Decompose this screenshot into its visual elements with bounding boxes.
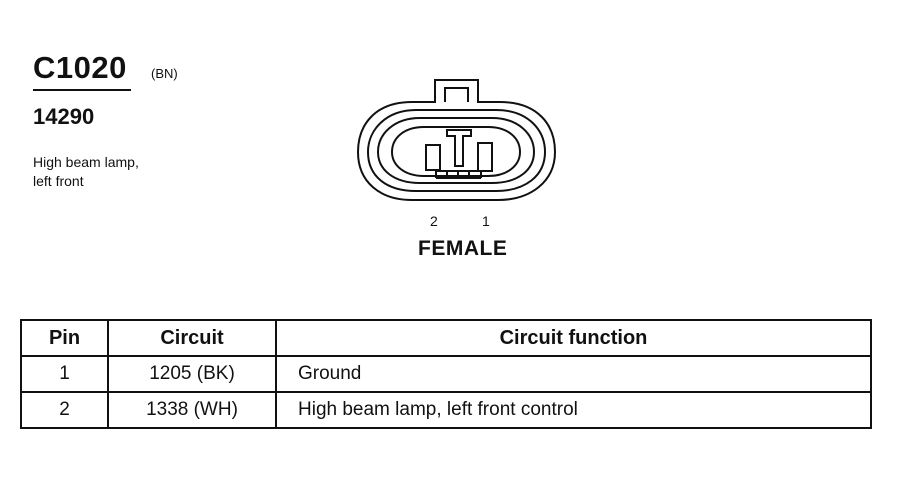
pin-cavity-1	[477, 142, 493, 172]
pin-table: Pin Circuit Circuit function 1 1205 (BK)…	[20, 319, 872, 429]
header-circuit-function: Circuit function	[275, 319, 872, 357]
connector-description: High beam lamp, left front	[33, 153, 139, 191]
table-row: 2 1338 (WH) High beam lamp, left front c…	[20, 391, 872, 429]
connector-inner-face	[390, 126, 522, 177]
pin-table-header: Pin Circuit Circuit function	[20, 319, 872, 357]
row-function: Ground	[275, 355, 872, 393]
connector-ring-2	[366, 109, 547, 192]
description-line-1: High beam lamp,	[33, 154, 139, 170]
row-circuit: 1205 (BK)	[107, 355, 277, 393]
connector-lock-tab	[444, 87, 469, 102]
connector-id-underline	[33, 89, 131, 91]
description-line-2: left front	[33, 173, 84, 189]
pin-number-2: 2	[430, 213, 438, 229]
row-pin: 2	[20, 391, 109, 429]
pin-cavity-2	[425, 144, 441, 171]
row-circuit: 1338 (WH)	[107, 391, 277, 429]
connector-gender: FEMALE	[418, 237, 508, 260]
table-row: 1 1205 (BK) Ground	[20, 355, 872, 393]
connector-face-icon	[356, 79, 557, 201]
header-pin: Pin	[20, 319, 109, 357]
row-pin: 1	[20, 355, 109, 393]
header-circuit: Circuit	[107, 319, 277, 357]
connector-color-code: (BN)	[151, 66, 178, 81]
connector-ring-3	[376, 117, 536, 184]
part-number: 14290	[33, 104, 95, 129]
connector-shell-outline	[356, 79, 557, 201]
row-function: High beam lamp, left front control	[275, 391, 872, 429]
center-key	[446, 129, 472, 167]
pin-number-1: 1	[482, 213, 490, 229]
connector-id: C1020	[33, 50, 127, 85]
